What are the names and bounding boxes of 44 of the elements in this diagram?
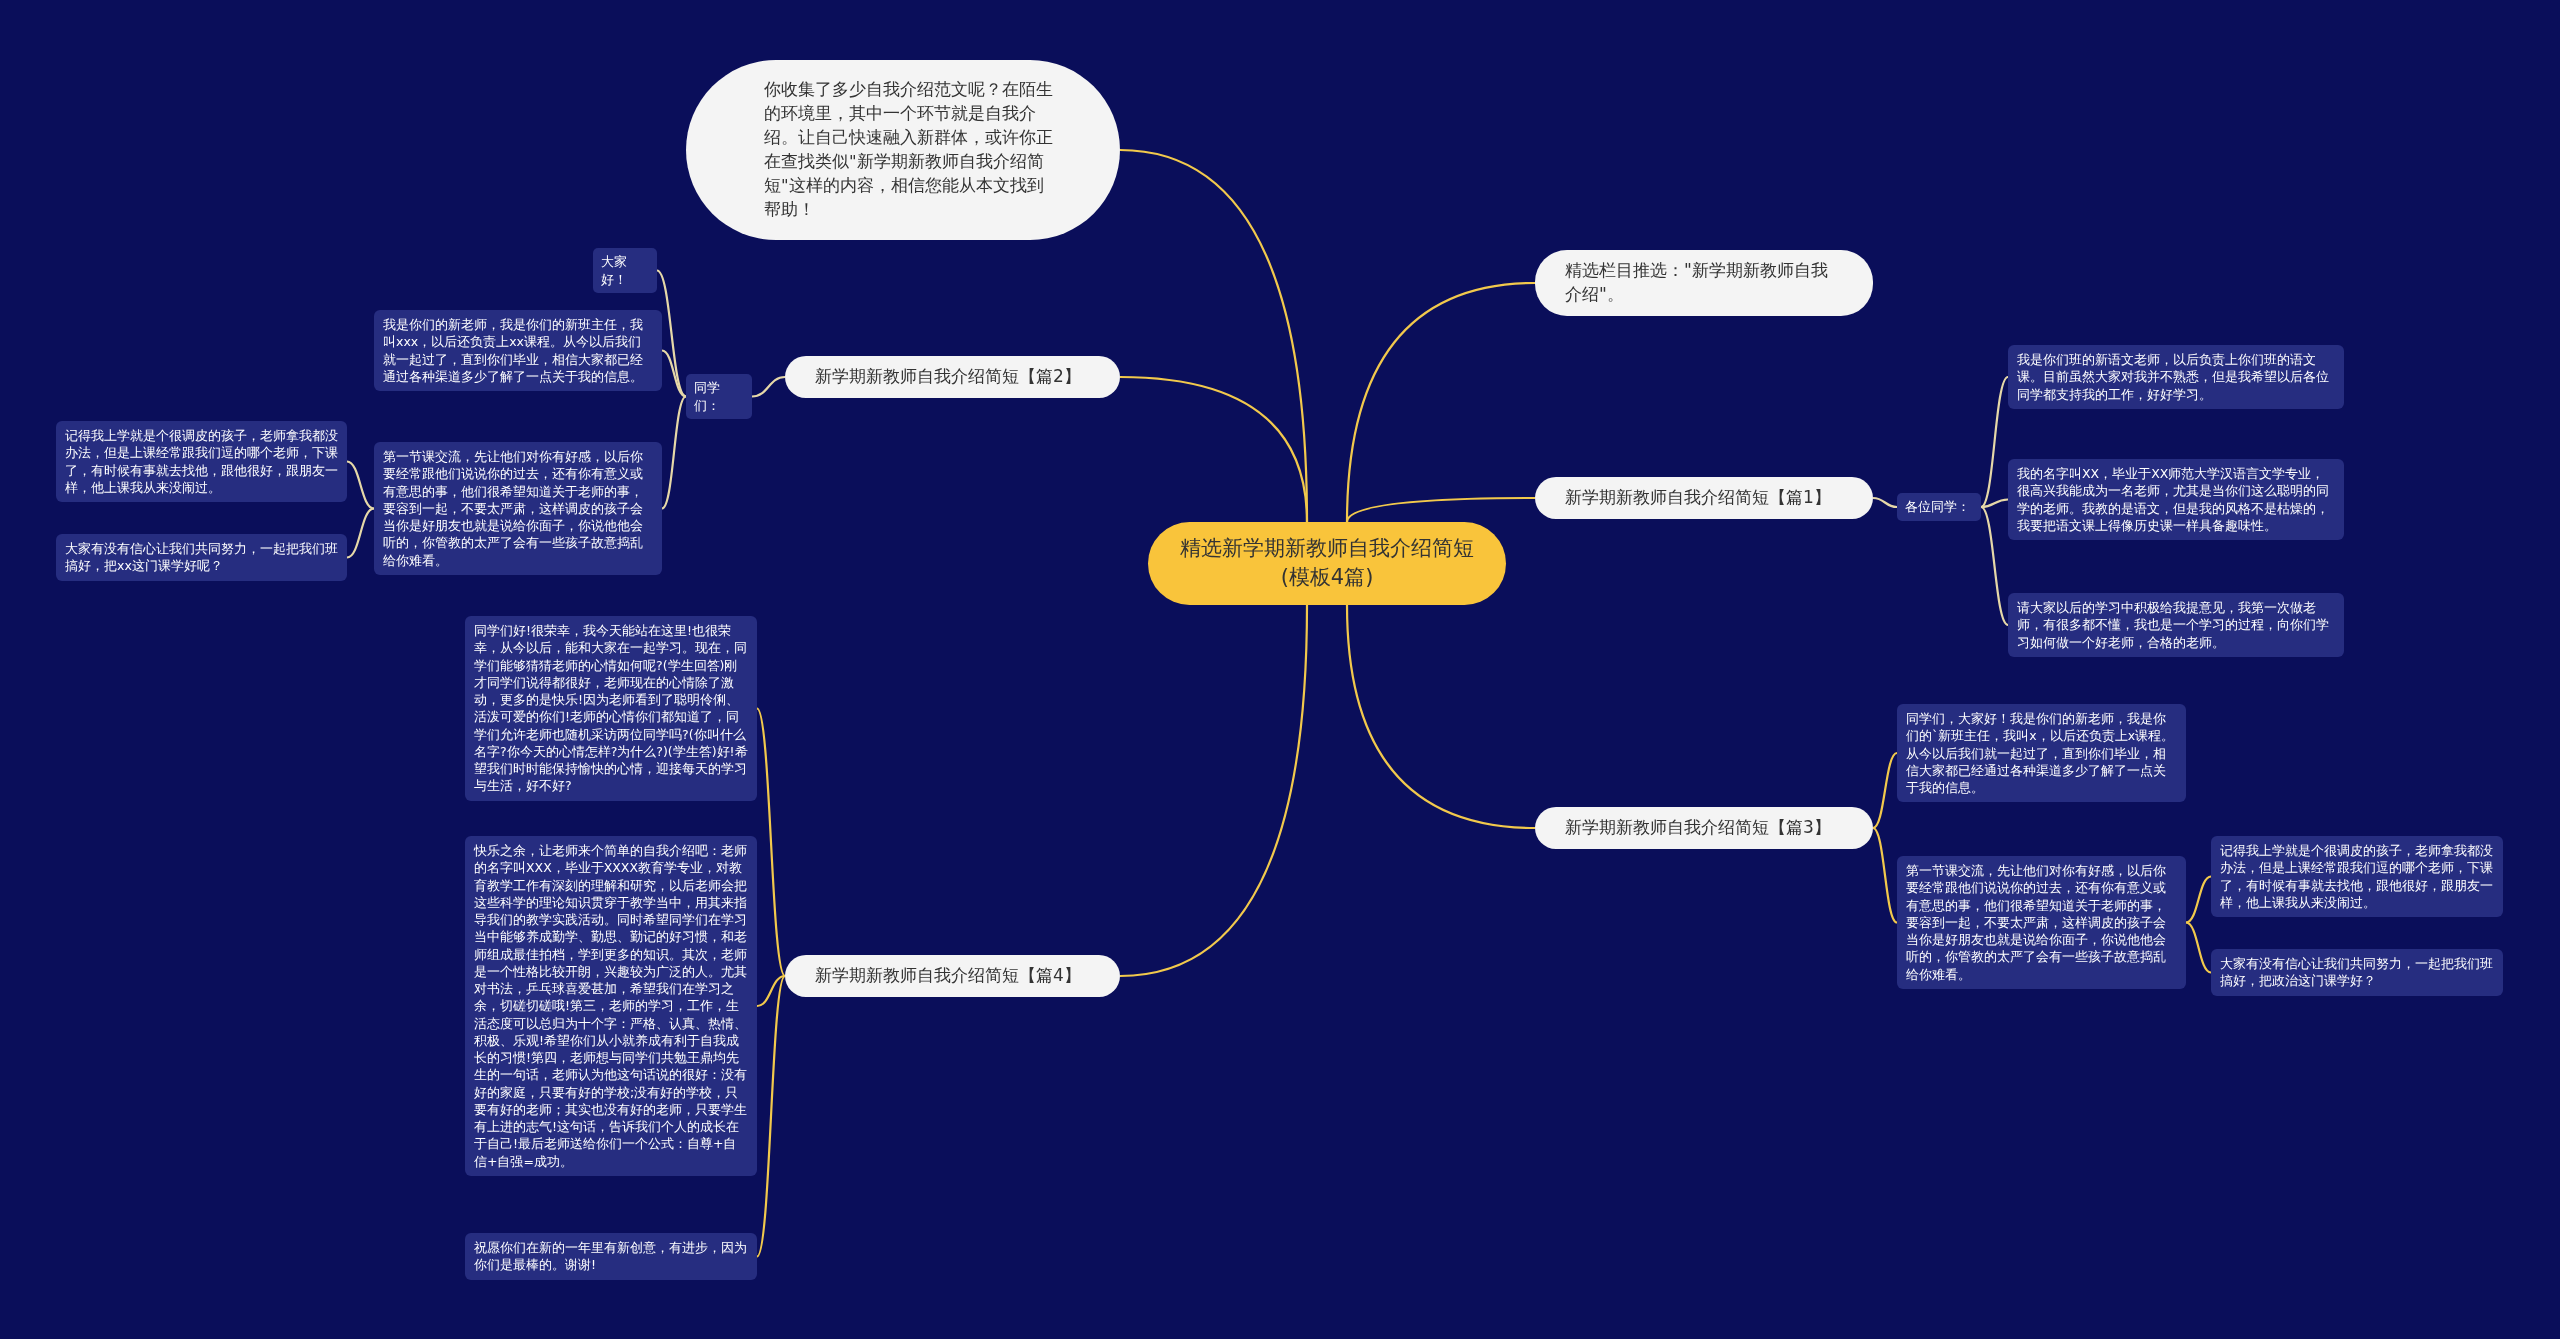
branch-topic: 新学期新教师自我介绍简短【篇1】 <box>1535 477 1873 519</box>
connector-line <box>2185 921 2212 974</box>
text-card: 记得我上学就是个很调皮的孩子，老师拿我都没办法，但是上课经常跟我们逗的哪个老师，下课了，有时候有事就去找他，跟他很好，跟朋友一样，他上课我从来没闹过。 <box>2211 836 2503 917</box>
branch-topic: 新学期新教师自我介绍简短【篇3】 <box>1535 807 1873 849</box>
text-card: 祝愿你们在新的一年里有新创意，有进步，因为你们是最棒的。谢谢! <box>465 1233 757 1280</box>
connector-line <box>1872 752 1898 829</box>
connector-line <box>1872 827 1898 924</box>
branch-topic: 精选栏目推选："新学期新教师自我介绍"。 <box>1535 250 1873 316</box>
connector-line <box>1119 604 1309 978</box>
connector-line <box>1119 375 1309 523</box>
intro-bubble: 你收集了多少自我介绍范文呢？在陌生的环境里，其中一个环节就是自我介绍。让自己快速融入新群体，或许你正在查找类似"新学期新教师自我介绍简短"这样的内容，相信您能从本文找到帮助！ <box>686 60 1120 240</box>
connector-line <box>1872 496 1898 509</box>
branch-topic: 新学期新教师自我介绍简短【篇2】 <box>785 356 1120 398</box>
text-card: 请大家以后的学习中积极给我提意见，我第一次做老师，有很多都不懂，我也是一个学习的过程，向你们学习如何做一个好老师，合格的老师。 <box>2008 593 2344 657</box>
central-topic: 精选新学期新教师自我介绍简短(模板4篇) <box>1148 522 1506 605</box>
text-card: 快乐之余，让老师来个简单的自我介绍吧：老师的名字叫XXX，毕业于XXXX教育学专业，对教育教学工作有深刻的理解和研究，以后老师会把这些科学的理论知识贯穿于教学当中，用其来指导我们的教学实践活动。同时希望同学们在学习当中能够养成勤学、勤思、勤记的好习惯，和老师组成最佳拍档，学到更多的知识。其次，老师是一个性格比较开朗，兴趣较为广泛的人。尤其对书法，乒乓球喜爱甚加，希望我们在学习之余，切磋切磋哦!第三，老师的学习，工作，生活态度可以总归为十个字：严格、认真、热情、积极、乐观!希望你们从小就养成有利于自我成长的习惯!第四，老师想与同学们共勉王鼎均先生的一句话，老师认为他这句话说的很好：没有好的家庭，只要有好的学校;没有好的学校，只要有好的老师；其实也没有好的老师，只要学生有上进的志气!这句话，告诉我们个人的成长在于自己!最后老师送给你们一个公式：自尊+自信+自强=成功。 <box>465 836 757 1176</box>
text-card: 记得我上学就是个很调皮的孩子，老师拿我都没办法，但是上课经常跟我们逗的哪个老师，下课了，有时候有事就去找他，跟他很好，跟朋友一样，他上课我从来没闹过。 <box>56 421 347 502</box>
connector-line <box>661 395 687 510</box>
text-card: 大家有没有信心让我们共同努力，一起把我们班搞好，把xx这门课学好呢？ <box>56 534 347 581</box>
connector-line <box>346 460 375 510</box>
text-card: 第一节课交流，先让他们对你有好感，以后你要经常跟他们说说你的过去，还有你有意义或有意思的事，他们很希望知道关于老师的事，要容到一起，不要太严肃，这样调皮的孩子会当你是好朋友也就是说给你面子，你说他他会听的，你管教的太严了会有一些孩子故意捣乱给你难看。 <box>374 442 662 575</box>
connector-line <box>1345 604 1536 830</box>
connector-line <box>1345 496 1535 523</box>
connector-line <box>756 707 786 977</box>
text-card: 第一节课交流，先让他们对你有好感，以后你要经常跟他们说说你的过去，还有你有意义或有意思的事，他们很希望知道关于老师的事，要容到一起，不要太严肃，这样调皮的孩子会当你是好朋友也就是说给你面子，你说他他会听的，你管教的太严了会有一些孩子故意捣乱给你难看。 <box>1897 856 2186 989</box>
connector-line <box>661 349 687 398</box>
connector-line <box>2185 875 2212 924</box>
subtopic-label: 各位同学： <box>1897 493 1981 521</box>
connector-line <box>1980 506 2009 626</box>
connector-line <box>1980 376 2009 508</box>
text-card: 我的名字叫XX，毕业于XX师范大学汉语言文学专业，很高兴我能成为一名老师，尤其是当你们这么聪明的同学的老师。我教的是语文，但是我的风格不是枯燥的，我要把语文课上得像历史课一样具备趣味性。 <box>2008 459 2344 540</box>
connector-line <box>346 507 375 559</box>
subtopic-label: 大家好！ <box>593 248 657 294</box>
connector-line <box>1980 498 2009 509</box>
text-card: 同学们好!很荣幸，我今天能站在这里!也很荣幸，从今以后，能和大家在一起学习。现在，同学们能够猜猜老师的心情如何呢?(学生回答)刚才同学们说得都很好，老师现在的心情除了激动，更多的是快乐!因为老师看到了聪明伶俐、活泼可爱的你们!老师的心情你们都知道了，同学们允许老师也随机采访两位同学吗?(你叫什么名字?你今天的心情怎样?为什么?)(学生答)好!希望我们时时能保持愉快的心情，迎接每天的学习与生活，好不好? <box>465 616 757 801</box>
subtopic-label: 同学们： <box>686 374 752 420</box>
text-card: 我是你们班的新语文老师，以后负责上你们班的语文课。目前虽然大家对我并不熟悉，但是我希望以后各位同学都支持我的工作，好好学习。 <box>2008 345 2344 409</box>
branch-topic: 新学期新教师自我介绍简短【篇4】 <box>785 955 1120 997</box>
connector-line <box>756 974 786 1008</box>
connector-line <box>756 975 786 1258</box>
text-card: 我是你们的新老师，我是你们的新班主任，我叫xxx，以后还负责上xx课程。从今以后我们就一起过了，直到你们毕业，相信大家都已经通过各种渠道多少了解了一点关于我的信息。 <box>374 310 662 391</box>
text-card: 大家有没有信心让我们共同努力，一起把我们班搞好，把政治这门课学好？ <box>2211 949 2503 996</box>
text-card: 同学们，大家好！我是你们的新老师，我是你们的`新班主任，我叫x，以后还负责上x课程。从今以后我们就一起过了，直到你们毕业，相信大家都已经通过各种渠道多少了解了一点关于我的信息。 <box>1897 704 2186 803</box>
connector-line <box>751 375 786 398</box>
